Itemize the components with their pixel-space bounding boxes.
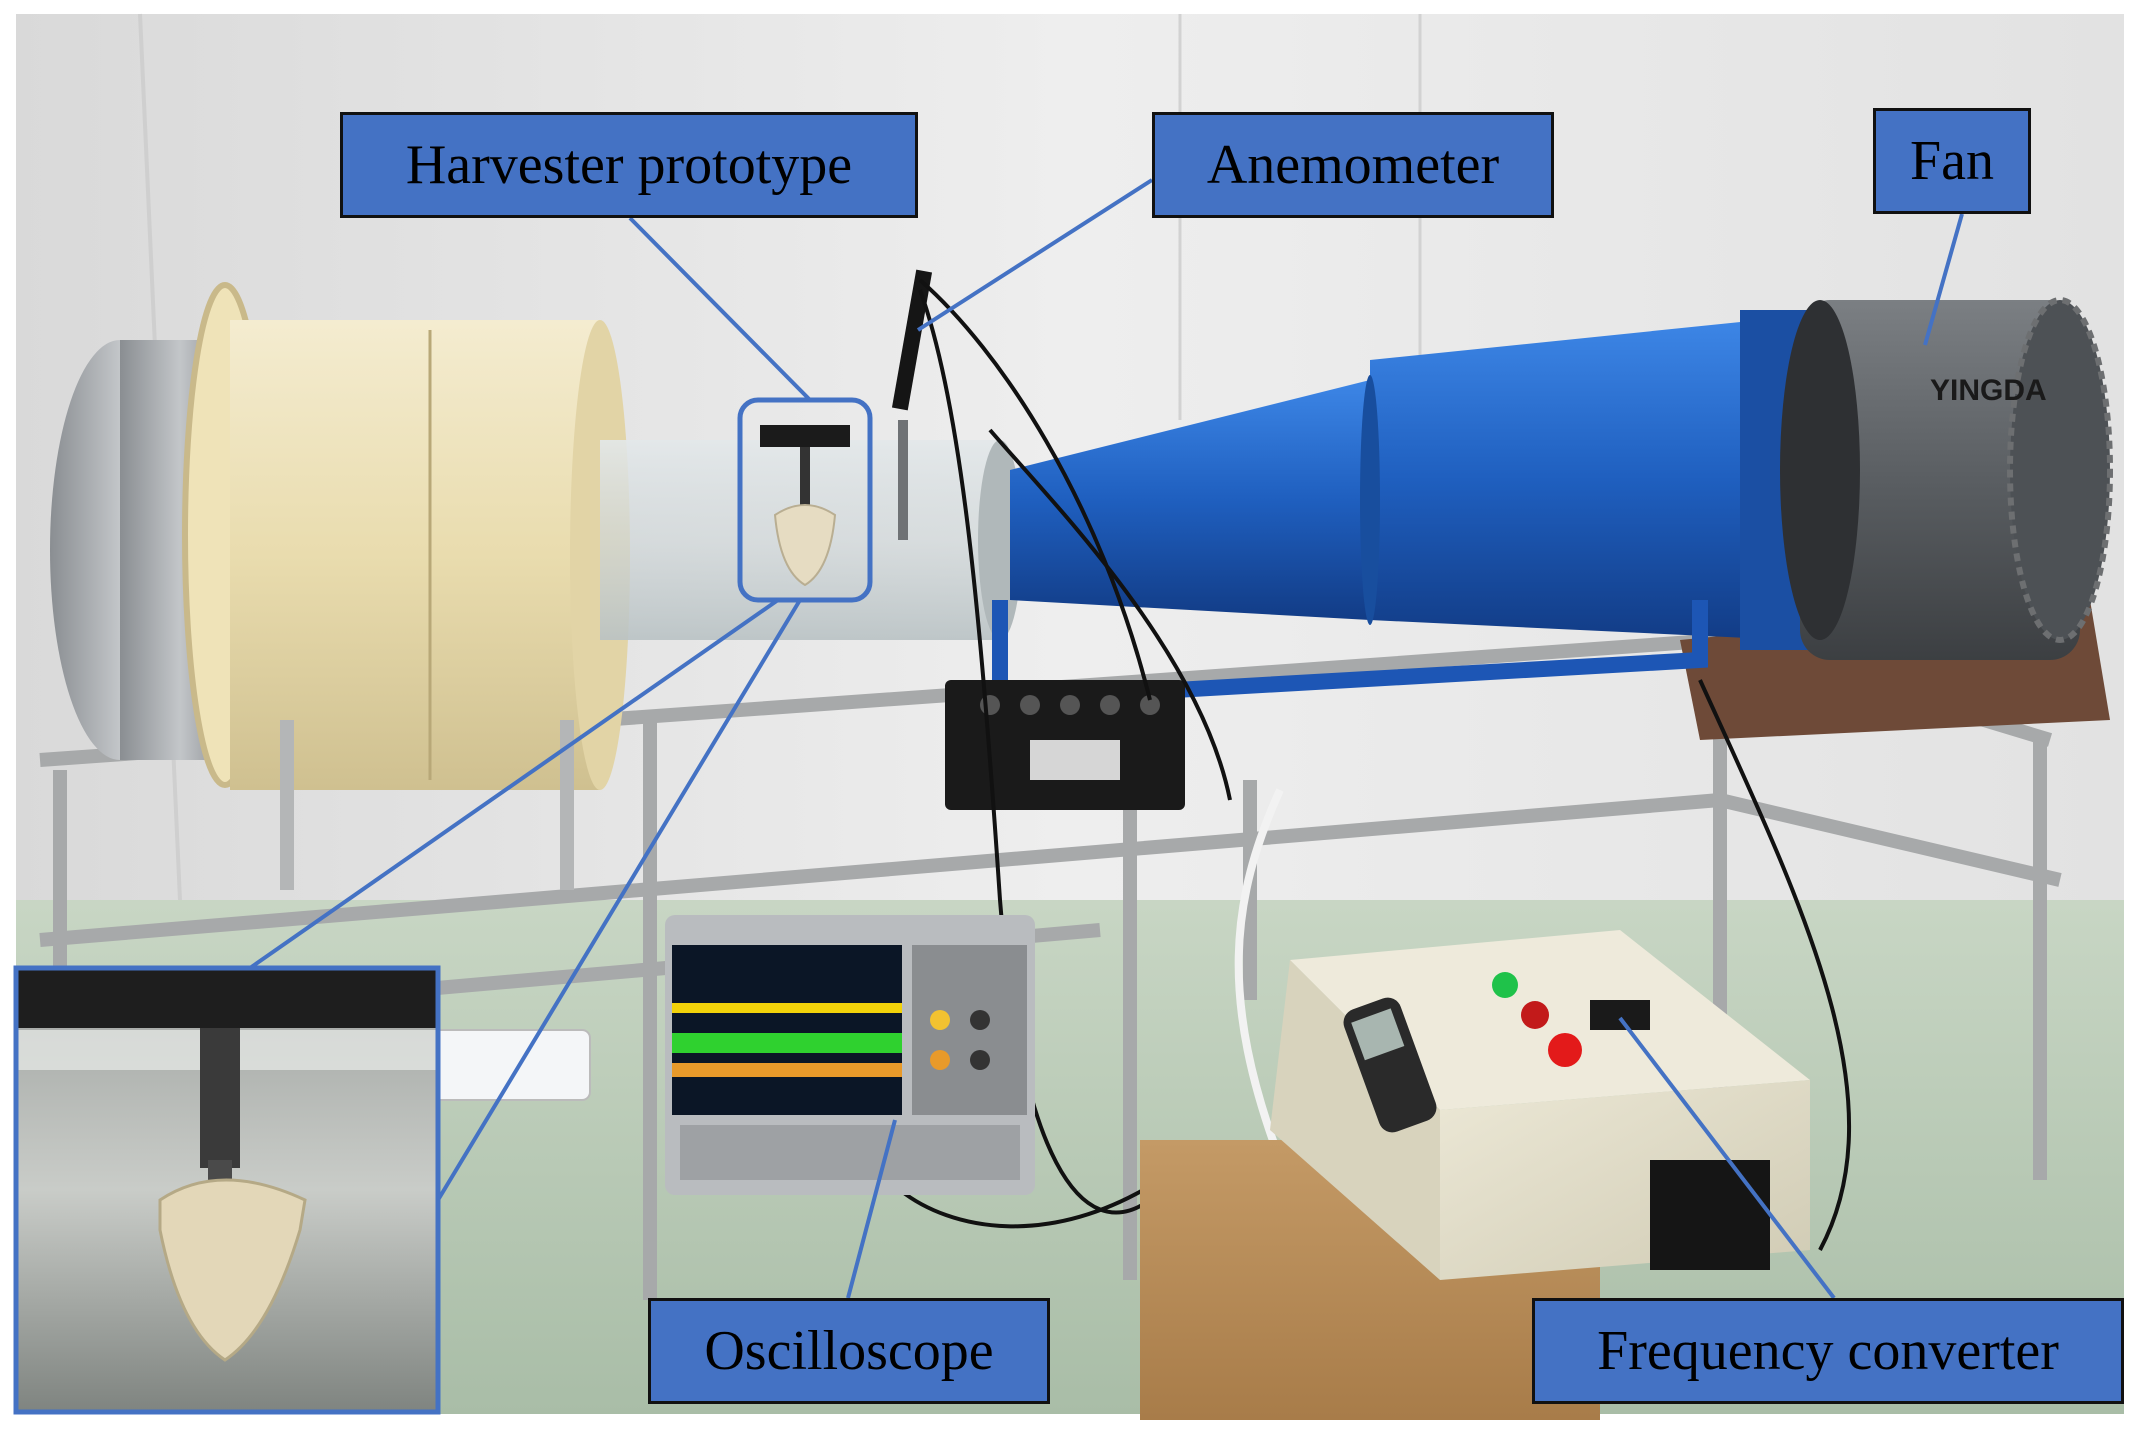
fan-housing <box>1780 297 2113 660</box>
cables <box>898 278 1851 1251</box>
harvester-prototype-label: Harvester prototype <box>340 112 918 218</box>
frequency-converter-box <box>1270 930 1810 1280</box>
yellow-trace <box>672 1003 902 1013</box>
power-strip <box>429 1029 591 1101</box>
anemometer-probe <box>891 269 933 540</box>
fan-brand-text: YINGDA <box>1930 374 2047 407</box>
anemometer-label: Anemometer <box>1152 112 1554 218</box>
harvester-highlight-box <box>737 397 873 603</box>
fan-label: Fan <box>1873 108 2031 214</box>
frequency-converter-label: Frequency converter <box>1532 1298 2124 1404</box>
green-trace <box>672 1033 902 1053</box>
oscilloscope-device <box>665 915 1035 1195</box>
oscilloscope-label: Oscilloscope <box>648 1298 1050 1404</box>
callout-lines <box>248 178 1964 1300</box>
orange-trace <box>672 1063 902 1077</box>
harvester-closeup-inset <box>13 965 441 1415</box>
settling-chamber <box>230 320 600 790</box>
duct-support-frame <box>992 600 1708 709</box>
harvester-prototype <box>760 425 850 587</box>
handheld-anemometer <box>1343 997 1437 1133</box>
white-cable <box>1234 788 1284 1162</box>
resistor-box <box>945 680 1185 810</box>
